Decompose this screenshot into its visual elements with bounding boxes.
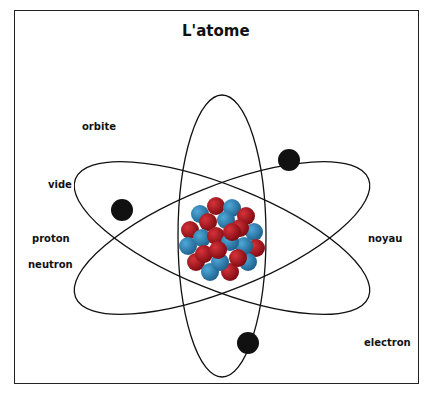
part-label: electron: [362, 336, 413, 349]
electrons: [111, 149, 300, 354]
diagram-title: L'atome: [182, 22, 250, 40]
part-label: proton: [30, 232, 72, 245]
part-label: noyau: [366, 232, 404, 245]
orbit: [178, 95, 266, 377]
part-label: neutron: [26, 258, 75, 271]
frame-border: [14, 10, 419, 384]
part-label: vide: [46, 178, 74, 191]
orbit: [56, 131, 388, 346]
orbit: [56, 131, 388, 346]
part-label: orbite: [80, 120, 118, 133]
nucleus: [179, 197, 265, 281]
